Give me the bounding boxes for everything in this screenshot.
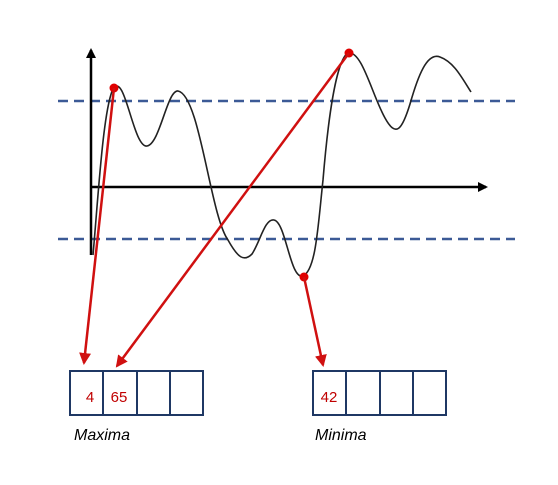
minima-cell: [379, 370, 414, 416]
maxima-cell-value: 65: [111, 389, 128, 406]
maxima-caption: Maxima: [74, 427, 130, 444]
maxima-cell: [69, 370, 104, 416]
arrow-maximum-1-to-cell-1: [79, 87, 116, 365]
minima-cell: [412, 370, 447, 416]
maxima-array: 4 65: [69, 370, 204, 416]
maxima-cell: [136, 370, 171, 416]
maxima-cell-value: 4: [86, 389, 94, 406]
minima-cell: [345, 370, 381, 416]
minima-cell: [312, 370, 347, 416]
signal-curve: [92, 52, 472, 277]
maxima-cell: [169, 370, 204, 416]
minima-caption: Minima: [315, 427, 367, 444]
arrow-minimum-1-to-cell-1: [302, 276, 327, 367]
minima-array: 42: [312, 370, 447, 416]
arrow-maximum-2-to-cell-2: [115, 52, 351, 368]
minima-cell-value: 42: [321, 389, 338, 406]
